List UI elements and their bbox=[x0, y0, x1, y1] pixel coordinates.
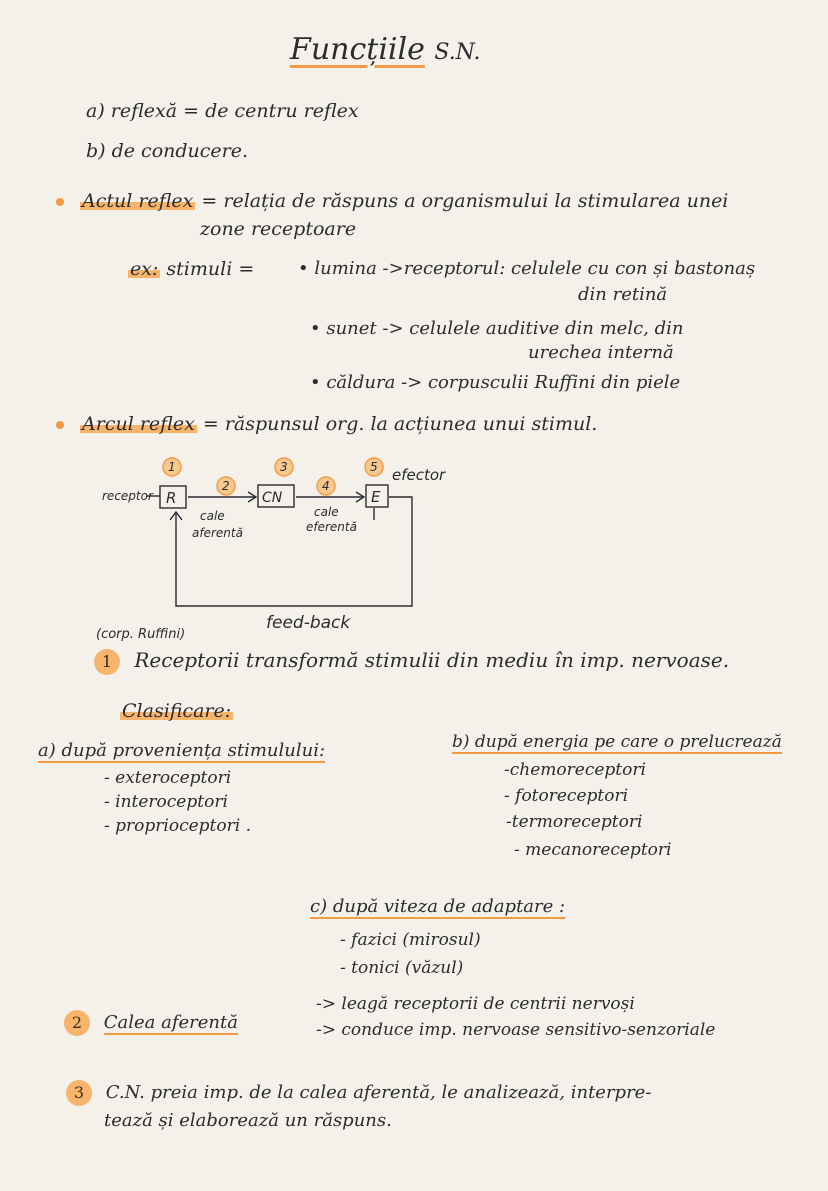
cale-aferenta-label-1: cale bbox=[200, 509, 225, 523]
function-reflex: a) reflexă = de centru reflex bbox=[86, 100, 359, 122]
classification-b-item-4: - mecanoreceptori bbox=[514, 840, 672, 860]
cn-text-2: tează și elaborează un răspuns. bbox=[104, 1110, 392, 1131]
cn-text-1: C.N. preia imp. de la calea aferentă, le… bbox=[105, 1082, 652, 1103]
classification-c-title: c) după viteza de adaptare : bbox=[310, 896, 566, 919]
stimulus-light: • lumina ->receptorul: celulele cu con ș… bbox=[298, 258, 756, 279]
act-reflex-line: Actul reflex = relația de răspuns a orga… bbox=[56, 190, 728, 212]
classification-c-item-1: - fazici (mirosul) bbox=[340, 930, 481, 950]
classification-a-item-2: - interoceptori bbox=[104, 792, 228, 812]
receptor-label: receptor bbox=[102, 489, 154, 503]
receptors-line: 1 Receptorii transformă stimulii din med… bbox=[94, 648, 729, 675]
stimulus-sound-2: urechea internă bbox=[528, 342, 674, 363]
act-reflex-term: Actul reflex bbox=[80, 190, 196, 212]
receptors-text: Receptorii transformă stimulii din mediu… bbox=[134, 648, 730, 672]
stimulus-heat: • căldura -> corpusculii Ruffini din pie… bbox=[310, 372, 681, 393]
arc-reflex-term: Arcul reflex bbox=[80, 413, 197, 435]
diagram-num-3: 3 bbox=[280, 460, 288, 474]
classification-a-item-1: - exteroceptori bbox=[104, 768, 232, 788]
diagram-num-2: 2 bbox=[222, 479, 230, 493]
title-suffix: S.N. bbox=[434, 40, 481, 65]
classification-a-item-3: - proprioceptori . bbox=[104, 816, 251, 836]
stimuli-label: stimuli = bbox=[166, 258, 255, 280]
cale-aferenta-line: 2 Calea aferentă bbox=[64, 1010, 238, 1036]
arc-reflex-line: Arcul reflex = răspunsul org. la acțiune… bbox=[56, 413, 597, 435]
diagram-num-4: 4 bbox=[322, 479, 330, 493]
stimulus-light-2: din retină bbox=[578, 284, 668, 305]
title-main: Funcțiile bbox=[290, 32, 425, 67]
ex-label: ex: bbox=[128, 258, 161, 280]
effector-box-label: E bbox=[371, 488, 381, 506]
corp-ruffini-note: (corp. Ruffini) bbox=[96, 627, 185, 642]
cale-eferenta-label-2: eferentă bbox=[306, 520, 357, 534]
cale-eferenta-label-1: cale bbox=[314, 505, 339, 519]
bullet-dot bbox=[56, 421, 64, 429]
classification-b-title: b) după energia pe care o prelucrează bbox=[452, 732, 782, 754]
classification-b-item-1: -chemoreceptori bbox=[504, 760, 646, 780]
point-number-1: 1 bbox=[94, 648, 120, 675]
receptor-box-label: R bbox=[166, 489, 176, 507]
efector-label: efector bbox=[392, 466, 446, 484]
act-reflex-definition-2: zone receptoare bbox=[200, 218, 357, 240]
cale-aferenta-detail-1: -> leagă receptorii de centrii nervoși bbox=[316, 994, 635, 1014]
page-title: Funcțiile S.N. bbox=[290, 32, 481, 67]
classification-b-item-2: - fotoreceptori bbox=[504, 786, 629, 806]
point-number-3: 3 bbox=[66, 1080, 92, 1106]
classification-title: Clasificare: bbox=[120, 700, 234, 722]
arc-reflex-definition: = răspunsul org. la acțiunea unui stimul… bbox=[202, 413, 598, 435]
classification-b-item-3: -termoreceptori bbox=[506, 812, 643, 832]
cale-aferenta-term: Calea aferentă bbox=[103, 1012, 238, 1035]
cale-aferenta-detail-2: -> conduce imp. nervoase sensitivo-senzo… bbox=[316, 1020, 716, 1040]
stimuli-intro: ex: stimuli = bbox=[128, 258, 254, 280]
feedback-label: feed-back bbox=[266, 613, 351, 633]
classification-c-item-2: - tonici (văzul) bbox=[340, 958, 464, 978]
function-conducere: b) de conducere. bbox=[86, 140, 249, 162]
point-number-2: 2 bbox=[64, 1010, 90, 1036]
diagram-num-5: 5 bbox=[370, 460, 378, 474]
act-reflex-definition: = relația de răspuns a organismului la s… bbox=[201, 190, 729, 212]
bullet-dot bbox=[56, 198, 64, 206]
cn-box-label: CN bbox=[262, 490, 283, 506]
cn-line: 3 C.N. preia imp. de la calea aferentă, … bbox=[66, 1080, 651, 1106]
stimulus-sound: • sunet -> celulele auditive din melc, d… bbox=[310, 318, 684, 339]
cale-aferenta-label-2: aferentă bbox=[192, 526, 243, 540]
diagram-num-1: 1 bbox=[168, 460, 176, 474]
classification-a-title: a) după proveniența stimulului: bbox=[38, 740, 326, 763]
